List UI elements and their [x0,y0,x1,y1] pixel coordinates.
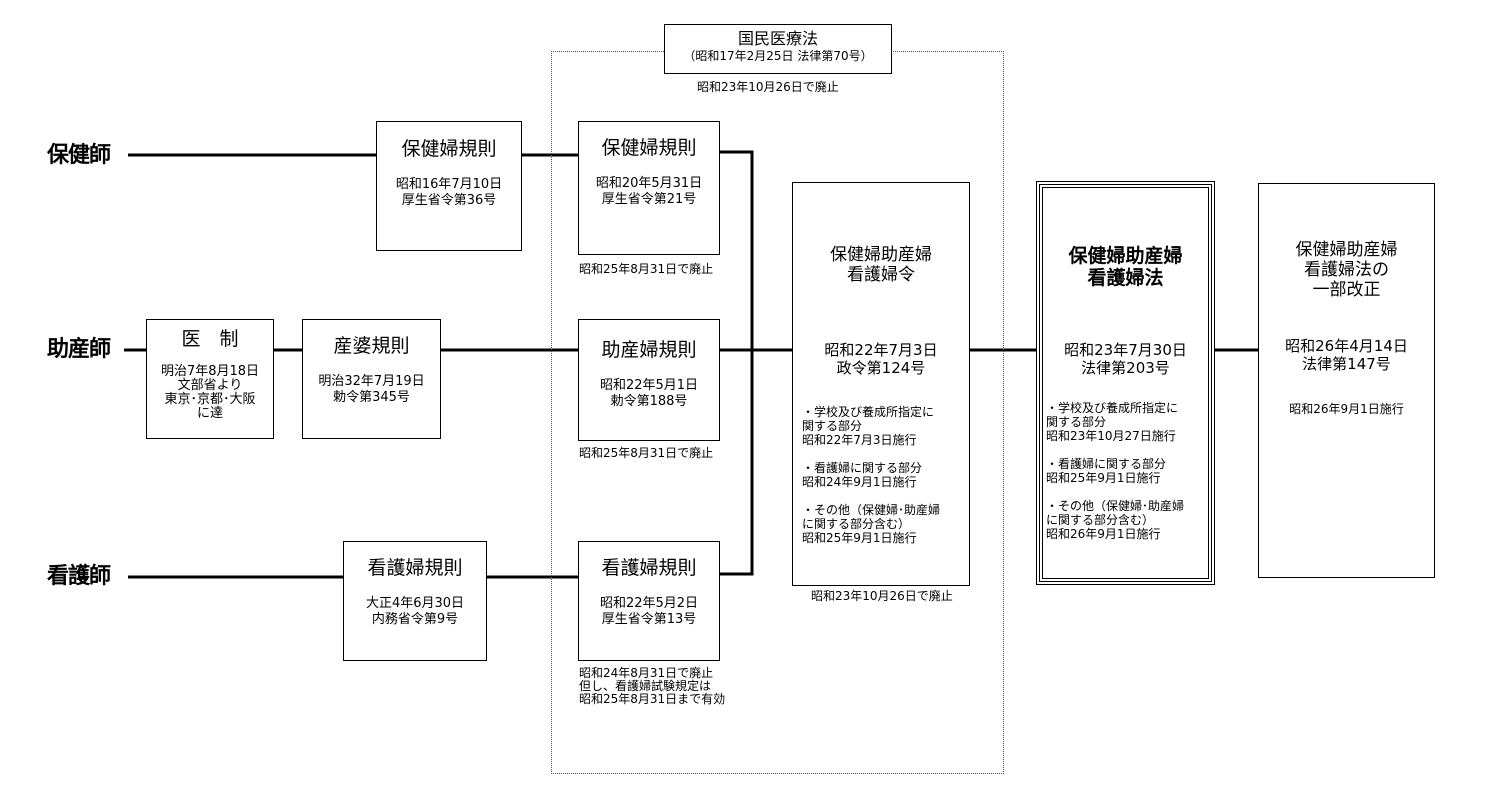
josanfu-kisoku-note: 昭和25年8月31日で廃止 [579,446,714,460]
hjk-rei-title: 保健婦助産婦 看護婦令 [830,245,932,285]
sanba-kisoku-box: 産婆規則 明治32年7月19日 勅令第345号 [302,319,441,439]
hjk-kaisei-note: 昭和26年9月1日施行 [1289,402,1404,416]
row-label-kangoshi: 看護師 [47,564,111,589]
kangofu-kisoku-t4: 看護婦規則 大正4年6月30日 内務省令第9号 [343,541,487,661]
kokumin-iryo-title: 国民医療法 [737,29,818,48]
kokumin-iryo-box: 国民医療法 （昭和17年2月25日 法律第70号） [664,24,892,74]
hokenfu-kisoku-s16-title: 保健婦規則 [401,138,497,160]
line-kangoshi-3 [720,348,754,576]
kokumin-iryo-sub: （昭和17年2月25日 法律第70号） [683,49,873,63]
josanfu-kisoku-title: 助産婦規則 [601,339,697,361]
sanba-kisoku-detail: 明治32年7月19日 勅令第345号 [318,374,425,405]
hjk-rei-box: 保健婦助産婦 看護婦令 昭和22年7月3日 政令第124号 ・学校及び養成所指定… [792,182,970,586]
hjk-ho-date: 昭和23年7月30日 法律第203号 [1064,341,1187,377]
hjk-kaisei-title: 保健婦助産婦 看護婦法の 一部改正 [1295,240,1398,300]
hokenfu-kisoku-s20-detail: 昭和20年5月31日 厚生省令第21号 [595,176,703,207]
hjk-ho-title: 保健婦助産婦 看護婦法 [1068,245,1183,289]
hjk-ho-items: ・学校及び養成所指定に 関する部分 昭和23年10月27日施行 ・看護婦に関する… [1046,401,1185,541]
isei-title: 医 制 [181,328,239,350]
line-hokenshi-3 [720,150,754,352]
kangofu-kisoku-t4-detail: 大正4年6月30日 内務省令第9号 [365,596,465,627]
josanfu-kisoku-box: 助産婦規則 昭和22年5月1日 勅令第188号 [578,319,720,441]
hjk-rei-date: 昭和22年7月3日 政令第124号 [824,341,938,377]
kangofu-kisoku-s22-detail: 昭和22年5月2日 厚生省令第13号 [599,596,699,627]
sanba-kisoku-title: 産婆規則 [333,335,410,357]
row-label-josanshi: 助産師 [47,337,111,362]
isei-detail: 明治7年8月18日 文部省より 東京･京都･大阪 に達 [160,364,260,421]
hokenfu-kisoku-s20: 保健婦規則 昭和20年5月31日 厚生省令第21号 [578,121,720,255]
hjk-kaisei-date: 昭和26年4月14日 法律第147号 [1285,337,1408,373]
kangofu-kisoku-s22: 看護婦規則 昭和22年5月2日 厚生省令第13号 [578,541,720,661]
kokumin-iryo-note: 昭和23年10月26日で廃止 [697,80,839,94]
kangofu-kisoku-s22-note: 昭和24年8月31日で廃止 但し、看護婦試験規定は 昭和25年8月31日まで有効 [579,666,726,706]
isei-box: 医 制 明治7年8月18日 文部省より 東京･京都･大阪 に達 [146,319,274,439]
hjk-rei-items: ・学校及び養成所指定に 関する部分 昭和22年7月3日施行 ・看護婦に関する部分… [802,405,941,545]
hokenfu-kisoku-s20-title: 保健婦規則 [601,137,697,159]
hokenfu-kisoku-s16-detail: 昭和16年7月10日 厚生省令第36号 [395,177,503,208]
hjk-rei-note: 昭和23年10月26日で廃止 [811,589,953,603]
hjk-ho-box: 保健婦助産婦 看護婦法 昭和23年7月30日 法律第203号 ・学校及び養成所指… [1036,181,1215,585]
hokenfu-kisoku-s16: 保健婦規則 昭和16年7月10日 厚生省令第36号 [376,121,522,251]
row-label-hokenshi: 保健師 [47,143,111,168]
kangofu-kisoku-s22-title: 看護婦規則 [601,557,697,579]
josanfu-kisoku-detail: 昭和22年5月1日 勅令第188号 [599,378,699,409]
hjk-kaisei-box: 保健婦助産婦 看護婦法の 一部改正 昭和26年4月14日 法律第147号 昭和2… [1258,183,1435,578]
kangofu-kisoku-t4-title: 看護婦規則 [367,557,463,579]
hokenfu-kisoku-s20-note: 昭和25年8月31日で廃止 [579,262,714,276]
